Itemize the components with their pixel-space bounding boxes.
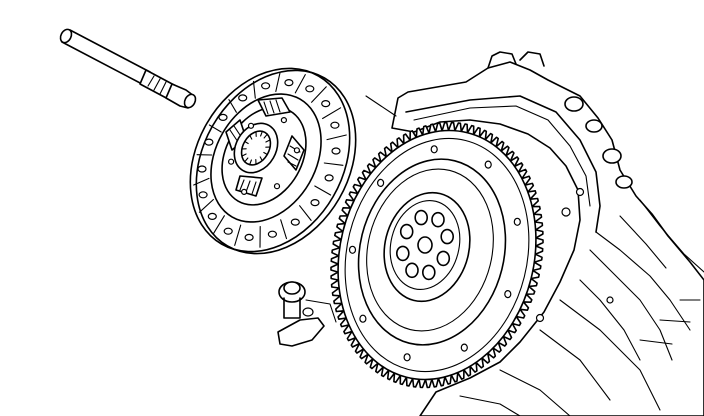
- spline: [249, 159, 252, 166]
- spline: [263, 133, 268, 139]
- rim-hole: [430, 145, 438, 154]
- lining-groove: [322, 107, 342, 120]
- rim-hole: [348, 245, 357, 254]
- disc-rivets: [228, 116, 300, 195]
- flywheel-bolt: [399, 223, 414, 240]
- damper-springs: [225, 97, 305, 197]
- lining-groove: [294, 74, 306, 94]
- engine-block: [391, 51, 704, 416]
- lining-rivet: [267, 230, 277, 238]
- rim-hole: [403, 353, 411, 362]
- hub-splines: [241, 130, 271, 166]
- lining-rivet: [218, 113, 228, 122]
- lining-groove: [314, 185, 332, 196]
- lining-rivet: [290, 218, 300, 226]
- lining-rivet: [330, 121, 340, 129]
- flywheel: [330, 121, 544, 389]
- rim-hole: [504, 290, 512, 299]
- lining-rivet: [223, 227, 233, 235]
- lining-rivet: [244, 233, 254, 241]
- spline: [263, 151, 268, 156]
- leader-line: [365, 95, 397, 117]
- lining-rivet: [331, 147, 341, 155]
- flywheel-bolt: [440, 228, 455, 245]
- lining-groove: [323, 162, 344, 166]
- flywheel-bolt: [421, 264, 436, 281]
- pressure-plate-holes: [348, 145, 521, 362]
- lining-groove: [311, 86, 327, 103]
- lining-groove: [228, 99, 237, 113]
- lining-rivet: [207, 212, 217, 220]
- lining-groove: [208, 124, 222, 133]
- flywheel-bolt: [431, 211, 445, 228]
- damper-rivet: [293, 147, 300, 154]
- spline: [241, 153, 247, 157]
- rim-hole: [484, 160, 492, 169]
- lining-rivet: [261, 82, 271, 90]
- lining-groove: [326, 134, 347, 141]
- flywheel-bolts: [395, 209, 455, 281]
- lining-rivet: [310, 199, 320, 207]
- clutch-disc: [189, 67, 357, 255]
- lining-rivet: [238, 94, 248, 102]
- spline: [244, 140, 249, 145]
- lining-groove: [299, 205, 312, 221]
- lining-rivet: [198, 191, 208, 199]
- lining-rivet: [321, 99, 331, 108]
- spline: [244, 157, 249, 163]
- bracket-bolt: [277, 281, 337, 347]
- flywheel-bolt: [405, 262, 419, 279]
- damper-rivet: [241, 188, 248, 195]
- spline: [260, 130, 263, 137]
- alignment-tool: [59, 28, 197, 109]
- lining-groove: [213, 215, 225, 234]
- flywheel-pilot-bolt: [417, 236, 433, 254]
- spline: [265, 139, 271, 143]
- lining-rivet: [324, 174, 334, 182]
- lining-rivet: [204, 138, 214, 146]
- lining-groove: [252, 80, 256, 99]
- spline: [249, 134, 253, 140]
- friction-lining: [193, 72, 347, 248]
- flywheel-bolt: [436, 250, 451, 267]
- rim-hole: [460, 343, 468, 352]
- lining-groove: [193, 177, 210, 186]
- lining-rivet: [197, 165, 207, 173]
- rim-hole: [377, 178, 385, 187]
- lining-groove: [280, 219, 288, 240]
- lining-groove: [198, 198, 214, 213]
- lining-groove: [275, 72, 281, 93]
- rim-hole: [513, 217, 521, 226]
- damper-rivet: [247, 122, 255, 129]
- flywheel-bolt: [414, 209, 429, 226]
- damper-rivet: [228, 158, 235, 165]
- flywheel-bolt: [395, 245, 410, 262]
- spline: [259, 156, 263, 162]
- lining-groove: [234, 224, 242, 246]
- lining-rivet: [284, 78, 294, 87]
- lining-rivet: [305, 85, 315, 93]
- rim-hole: [359, 314, 367, 323]
- damper-rivet: [280, 116, 287, 124]
- damper-rivet: [273, 183, 281, 190]
